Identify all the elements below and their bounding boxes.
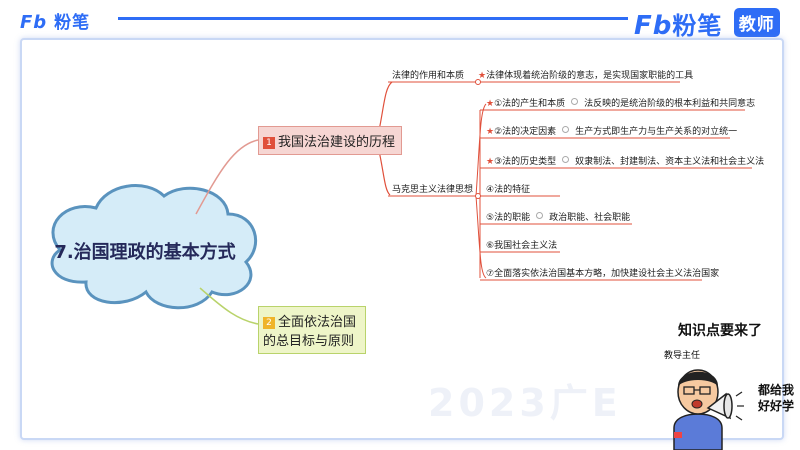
star-icon: ★ (486, 127, 495, 137)
node-marxist: 马克思主义法律思想 (392, 185, 474, 195)
logo-text: 粉笔 (54, 13, 91, 33)
star-icon: ★ (478, 71, 487, 81)
branch-label: 全面依法治国的总目标与原则 (263, 315, 357, 349)
connector-ring (562, 126, 570, 133)
cloud-shape (50, 184, 258, 310)
teacher-label: 教导主任 (664, 351, 701, 361)
header-rule (118, 17, 628, 20)
item-label: ③法的历史类型 (494, 157, 557, 167)
marxist-item-4: ④法的特征 (486, 185, 531, 195)
connector-ring (562, 156, 570, 163)
teacher-cartoon (673, 369, 744, 450)
watermark: 2023广E (428, 381, 622, 425)
item-detail: 奴隶制法、封建制法、资本主义法和社会主义法 (575, 157, 765, 167)
item-detail: 生产方式即生产力与生产关系的对立统一 (575, 127, 738, 137)
item-label: ⑤法的职能 (486, 213, 531, 223)
item-label: ②法的决定因素 (494, 127, 557, 137)
marxist-item-3: ★③法的历史类型 奴隶制法、封建制法、资本主义法和社会主义法 (486, 154, 764, 167)
speech-bubble: 都给我 好好学 (758, 382, 794, 414)
marxist-item-2: ★②法的决定因素 生产方式即生产力与生产关系的对立统一 (486, 124, 737, 137)
branch-number: 1 (263, 137, 275, 149)
connector-ring (536, 212, 544, 219)
branch-number: 2 (263, 317, 275, 329)
item-label: ①法的产生和本质 (494, 99, 566, 109)
marxist-item-1: ★①法的产生和本质 法反映的是统治阶级的根本利益和共同意志 (486, 96, 755, 109)
root-title: 7.治国理政的基本方式 (54, 242, 236, 263)
connector-ring (571, 98, 579, 105)
node-law-nature: 法律的作用和本质 (392, 71, 465, 81)
logo-mark: Fb (634, 11, 673, 41)
star-icon: ★ (486, 99, 495, 109)
item-detail: 法反映的是统治阶级的根本利益和共同意志 (584, 99, 756, 109)
speech-line: 都给我 (758, 383, 795, 397)
detail-text: 法律体现着统治阶级的意志，是实现国家职能的工具 (486, 71, 694, 81)
item-detail: 政治职能、社会职能 (549, 213, 631, 223)
teacher-tag: 教师 (733, 8, 780, 37)
knowledge-callout: 知识点要来了 (678, 323, 762, 339)
logo-text: 粉笔 (672, 12, 723, 40)
megaphone-icon (706, 391, 744, 421)
marxist-item-7: ⑦全面落实依法治国基本方略，加快建设社会主义法治国家 (486, 269, 720, 279)
fenbi-teacher-logo: Fb粉笔 教师 (634, 6, 780, 41)
node-law-nature-detail: ★法律体现着统治阶级的意志，是实现国家职能的工具 (478, 68, 693, 81)
speech-line: 好好学 (758, 399, 795, 413)
star-icon: ★ (486, 157, 495, 167)
fenbi-logo-small: Fb 粉笔 (20, 8, 90, 33)
marxist-item-5: ⑤法的职能 政治职能、社会职能 (486, 210, 630, 223)
logo-mark: Fb (20, 12, 48, 33)
branch-label: 我国法治建设的历程 (278, 135, 396, 150)
marxist-item-6: ⑥我国社会主义法 (486, 241, 558, 251)
